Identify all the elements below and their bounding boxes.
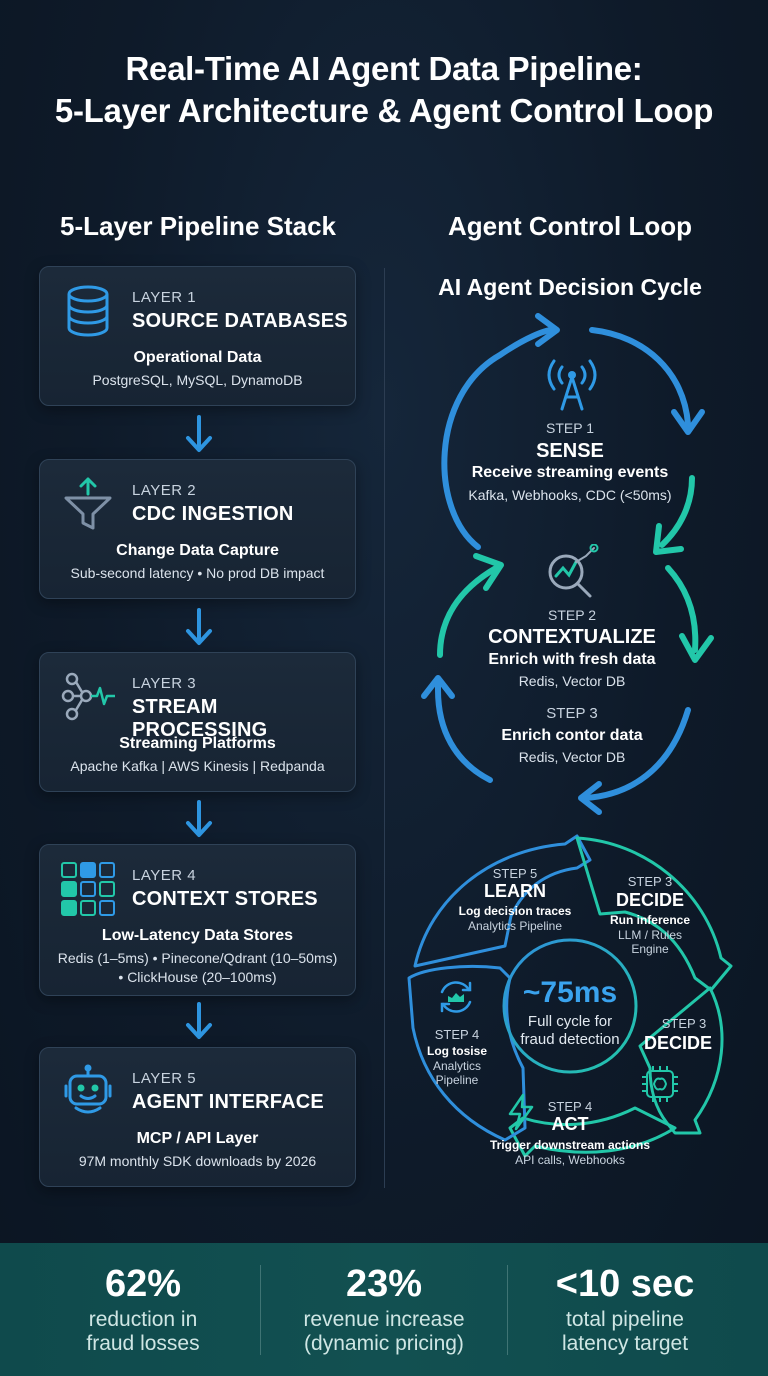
layer-card-agent-interface: LAYER 5 AGENT INTERFACE MCP / API Layer …	[39, 1047, 356, 1187]
layer-number: LAYER 2	[132, 482, 197, 499]
log-step-detail-1: Analytics	[432, 1059, 482, 1073]
decide-top-detail-1: LLM / Rules	[617, 928, 683, 942]
stat-fraud-reduction: 62% reduction in fraud losses	[15, 1243, 271, 1356]
decision-wheel	[407, 834, 733, 1158]
flow-arrow-down-icon	[186, 608, 212, 645]
learn-step-detail: Analytics Pipeline	[467, 919, 563, 933]
stream-nodes-icon	[61, 672, 115, 721]
layer-number: LAYER 3	[132, 675, 197, 692]
agent-loop-arrows	[421, 313, 714, 815]
layer-title: Operational Data	[133, 349, 262, 366]
step2-number: STEP 2	[548, 607, 596, 623]
robot-icon	[64, 1064, 112, 1114]
magnifier-chart-icon	[548, 544, 599, 598]
title-line-2: 5-Layer Architecture & Agent Control Loo…	[54, 92, 714, 129]
step1-description: Receive streaming events	[471, 464, 669, 481]
decide-top-step-name: DECIDE	[615, 890, 684, 910]
step3-detail: Redis, Vector DB	[518, 749, 626, 765]
decision-cycle-heading: AI Agent Decision Cycle	[438, 274, 702, 300]
stat-value: <10 sec	[555, 1263, 695, 1305]
stat-label-line-1: reduction in	[88, 1308, 198, 1331]
stat-label-line-1: total pipeline	[566, 1308, 684, 1331]
learn-step-description: Log decision traces	[458, 904, 572, 918]
layer-title: MCP / API Layer	[136, 1130, 259, 1147]
layer-title: Low-Latency Data Stores	[101, 927, 294, 944]
stat-latency-target: <10 sec total pipeline latency target	[497, 1243, 753, 1356]
act-step-name: ACT	[551, 1114, 589, 1134]
act-step-description: Trigger downstream actions	[489, 1138, 651, 1152]
layer-detail: Sub-second latency • No prod DB impact	[70, 565, 325, 581]
layer-detail: Apache Kafka | AWS Kinesis | Redpanda	[70, 758, 325, 774]
log-step-detail-2: Pipeline	[435, 1073, 479, 1087]
grid-blocks-icon	[61, 862, 115, 916]
step2-description: Enrich with fresh data	[488, 651, 656, 668]
layer-title: Streaming Platforms	[119, 735, 276, 752]
stat-label-line-2: (dynamic pricing)	[304, 1332, 464, 1355]
decide-top-step-number: STEP 3	[627, 874, 673, 889]
page-title: Real-Time AI Agent Data Pipeline: 5-Laye…	[0, 48, 768, 132]
column-divider	[384, 268, 385, 1188]
layer-name: CDC INGESTION	[132, 503, 294, 525]
antenna-icon	[547, 359, 597, 411]
layer-name: CONTEXT STORES	[132, 888, 318, 910]
stat-value: 62%	[104, 1263, 182, 1305]
step3-description: Enrich contor data	[501, 727, 643, 744]
step3-number: STEP 3	[546, 705, 598, 722]
step2-detail: Redis, Vector DB	[518, 673, 626, 689]
flow-arrow-down-icon	[186, 800, 212, 837]
cycle-time-label-2: fraud detection	[520, 1031, 620, 1048]
decide-right-step-number: STEP 3	[661, 1016, 707, 1031]
stat-value: 23%	[345, 1263, 423, 1305]
decide-top-description: Run inference	[609, 913, 690, 927]
step1-detail: Kafka, Webhooks, CDC (<50ms)	[468, 487, 672, 503]
layer-detail: Redis (1–5ms) • Pinecone/Qdrant (10–50ms…	[40, 949, 355, 987]
layer-number: LAYER 4	[132, 867, 197, 884]
flow-arrow-down-icon	[186, 1002, 212, 1039]
stat-label-line-2: fraud losses	[86, 1332, 200, 1355]
act-step-number: STEP 4	[547, 1099, 593, 1114]
step1-number: STEP 1	[546, 420, 594, 436]
layer-number: LAYER 1	[132, 289, 197, 306]
stat-divider	[260, 1265, 261, 1355]
layer-detail: PostgreSQL, MySQL, DynamoDB	[92, 372, 303, 388]
flow-arrow-down-icon	[186, 415, 212, 452]
step1-name: SENSE	[536, 440, 604, 462]
layer-name: SOURCE DATABASES	[132, 310, 348, 332]
refresh-chart-icon	[440, 981, 472, 1013]
step2-name: CONTEXTUALIZE	[488, 626, 656, 648]
layer-detail-line-2: • ClickHouse (20–100ms)	[118, 969, 277, 985]
layer-card-source-databases: LAYER 1 SOURCE DATABASES Operational Dat…	[39, 266, 356, 406]
stat-label-line-2: latency target	[561, 1332, 689, 1355]
layer-card-context-stores: LAYER 4 CONTEXT STORES Low-Latency Data …	[39, 844, 356, 996]
layer-card-cdc-ingestion: LAYER 2 CDC INGESTION Change Data Captur…	[39, 459, 356, 599]
stat-divider	[507, 1265, 508, 1355]
act-step-detail: API calls, Webhooks	[515, 1153, 625, 1167]
right-column-heading: Agent Control Loop	[447, 211, 693, 241]
decide-right-step-name: DECIDE	[643, 1033, 712, 1053]
layer-title: Change Data Capture	[116, 542, 279, 559]
log-step-name: Log tosise	[426, 1044, 487, 1058]
log-step-number: STEP 4	[434, 1027, 480, 1042]
learn-step-number: STEP 5	[492, 866, 538, 881]
layer-name: STREAM PROCESSING	[132, 696, 268, 741]
stat-revenue-increase: 23% revenue increase (dynamic pricing)	[256, 1243, 512, 1356]
decide-top-detail-2: Engine	[631, 942, 669, 956]
layer-number: LAYER 5	[132, 1070, 197, 1087]
learn-step-name: LEARN	[484, 881, 546, 901]
stats-band: 62% reduction in fraud losses 23% revenu…	[0, 1243, 768, 1376]
database-icon	[67, 285, 109, 337]
layer-name: AGENT INTERFACE	[132, 1091, 324, 1113]
left-column-heading: 5-Layer Pipeline Stack	[59, 211, 337, 241]
layer-card-stream-processing: LAYER 3 STREAM PROCESSING Streaming Plat…	[39, 652, 356, 792]
chip-icon	[642, 1066, 678, 1102]
layer-detail: 97M monthly SDK downloads by 2026	[78, 1153, 317, 1169]
title-line-1: Real-Time AI Agent Data Pipeline:	[125, 50, 643, 87]
funnel-icon	[64, 477, 112, 530]
stat-label-line-1: revenue increase	[303, 1308, 465, 1331]
cycle-time-label-1: Full cycle for	[527, 1013, 613, 1030]
cycle-time-value: ~75ms	[522, 976, 618, 1009]
layer-detail-line-1: Redis (1–5ms) • Pinecone/Qdrant (10–50ms…	[57, 950, 338, 966]
lightning-icon	[508, 1093, 534, 1131]
